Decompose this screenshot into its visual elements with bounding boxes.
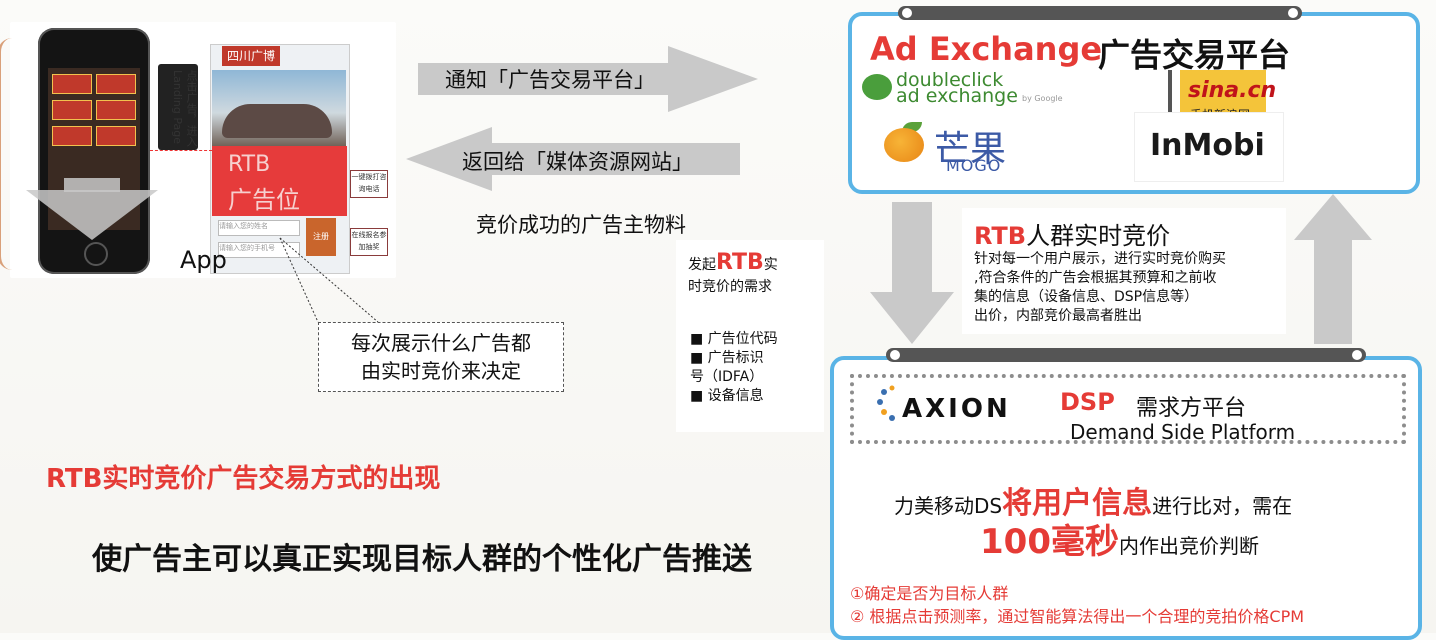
red-dashed-connector — [150, 150, 212, 151]
return-label: 返回给「媒体资源网站」 — [462, 150, 693, 174]
rtb-bidding-title: RTB人群实时竞价 — [974, 216, 1170, 251]
ad-exchange-title: Ad Exchange — [870, 30, 1103, 68]
return-arrow-icon — [406, 127, 740, 191]
call-card: 一键拨打咨询电话 — [350, 170, 388, 198]
dsp-title-cn: 需求方平台 — [1136, 396, 1247, 421]
app-tile — [52, 74, 92, 94]
bolt-icon — [1288, 8, 1298, 18]
app-tile — [96, 126, 136, 146]
home-button — [84, 242, 108, 266]
rtb-desc-line: 针对每一个用户展示，进行实时竞价购买 — [974, 251, 1226, 267]
dsp-bar — [886, 348, 1366, 362]
rtb-bidding-title-rtb: RTB — [974, 222, 1027, 250]
dsp-line1-pre: 力美移动DS — [894, 494, 1003, 518]
app-tile — [96, 100, 136, 120]
dsp-header-frame — [850, 374, 1406, 444]
landing-page-sign-text: 点击广告，进入Landing Page — [171, 70, 198, 147]
dsp-line1-post: 进行比对，需在 — [1152, 494, 1293, 518]
bid-request-card — [676, 240, 824, 432]
bid-prefix: 发起 — [688, 257, 716, 273]
ad-exchange-bar — [898, 6, 1302, 20]
bid-item: ■ 广告标识 — [690, 350, 764, 366]
down-arrow-icon — [26, 190, 158, 240]
bid-rtb: RTB — [716, 250, 764, 275]
dsp-line2-post: 内作出竞价判断 — [1118, 534, 1259, 558]
dsp-note-2: ② 根据点击预测率，通过智能算法得出一个合理的竞拍价格CPM — [850, 607, 1305, 626]
rtb-ad-slot-label: RTB — [228, 152, 271, 177]
rtb-bidding-title-rest: 人群实时竞价 — [1026, 222, 1171, 250]
down-arrow-stem — [64, 178, 120, 192]
dsp-statement-line-2: 100毫秒内作出竞价判断 — [980, 514, 1259, 563]
smartphone-illustration — [38, 28, 150, 274]
bid-item: 号（IDFA） — [690, 369, 764, 385]
register-button: 注册 — [306, 218, 336, 256]
bid-item: ■ 设备信息 — [690, 388, 764, 404]
notify-label: 通知「广告交易平台」 — [445, 68, 655, 92]
bolt-icon — [902, 8, 912, 18]
rtb-ad-slot-sublabel: 广告位 — [228, 186, 300, 214]
bid-request-title: 发起RTB实 时竞价的需求 — [688, 252, 808, 298]
landing-page-sign — [158, 64, 198, 150]
app-tile — [52, 126, 92, 146]
lottery-card: 在线报名参加抽奖 — [350, 228, 388, 256]
rtb-desc-line: ,符合条件的广告会根据其预算和之前收 — [974, 270, 1217, 286]
axion-logo-text: AXION — [902, 394, 1011, 424]
bid-suffix-1: 实 — [763, 257, 778, 273]
dsp-title: DSP — [1060, 388, 1115, 416]
up-flow-arrow-icon — [1294, 194, 1372, 344]
dsp-note-1: ①确定是否为目标人群 — [850, 584, 1009, 603]
ad-exchange-title-cn: 广告交易平台 — [1098, 36, 1291, 74]
doubleclick-logo-text: doubleclick — [896, 69, 1004, 91]
app-tile — [52, 100, 92, 120]
bid-suffix-2: 时竞价的需求 — [688, 279, 772, 295]
mango-logo-icon — [884, 128, 924, 162]
down-flow-arrow-icon — [870, 202, 954, 344]
dsp-title-en: Demand Side Platform — [1070, 420, 1296, 444]
rtb-desc-line: 出价，内部竞价最高者胜出 — [974, 308, 1142, 324]
car-shape — [222, 104, 332, 138]
sina-logo-pole — [1168, 70, 1172, 112]
mango-logo-subtext: MOGO — [946, 156, 1002, 175]
notify-arrow-icon — [418, 46, 758, 112]
rtb-desc-line: 集的信息（设备信息、DSP信息等） — [974, 289, 1199, 305]
mango-logo-text: 芒果 — [934, 129, 1007, 170]
dsp-line1-emphasis: 将用户信息 — [1002, 486, 1153, 521]
doubleclick-logo-subtext: ad exchange — [896, 85, 1018, 107]
phone-field: 请输入您的手机号 — [218, 242, 300, 258]
dsp-statement-line-1: 力美移动DS将用户信息进行比对，需在 — [894, 478, 1292, 522]
doubleclick-by-google: by Google — [1022, 94, 1063, 103]
axion-logo-icon — [877, 385, 895, 421]
rtb-callout: 每次展示什么广告都 由实时竞价来决定 — [318, 322, 564, 392]
winning-material-label: 竞价成功的广告主物料 — [476, 213, 686, 237]
mango-leaf-icon — [902, 122, 922, 132]
rtb-bidding-description: 针对每一个用户展示，进行实时竞价购买 ,符合条件的广告会根据其预算和之前收 集的… — [974, 250, 1278, 326]
headline: RTB实时竞价广告交易方式的出现 — [46, 464, 441, 494]
name-field: 请输入您的姓名 — [218, 220, 300, 236]
inmobi-logo-text: InMobi — [1150, 128, 1265, 163]
inmobi-logo — [1134, 112, 1284, 182]
rtb-ad-slot — [212, 146, 347, 216]
bid-request-items: ■ 广告位代码 ■ 广告标识 号（IDFA） ■ 设备信息 — [690, 330, 802, 406]
ad-brand-title: 四川广博 — [222, 46, 280, 66]
doubleclick-logo-icon — [862, 74, 892, 100]
left-brace — [0, 38, 17, 270]
app-tile — [96, 74, 136, 94]
bolt-icon — [1352, 350, 1362, 360]
callout-pointer — [279, 237, 379, 323]
callout-line-2: 由实时竞价来决定 — [361, 359, 521, 383]
dsp-line2-emphasis: 100毫秒 — [980, 522, 1119, 562]
sina-logo-text: sina.cn — [1188, 78, 1277, 103]
callout-line-1: 每次展示什么广告都 — [351, 331, 531, 355]
rtb-bidding-card — [962, 208, 1286, 334]
ad-exchange-panel — [848, 12, 1420, 194]
bid-item: ■ 广告位代码 — [690, 331, 778, 347]
bolt-icon — [890, 350, 900, 360]
app-label: App — [180, 246, 227, 274]
subheadline: 使广告主可以真正实现目标人群的个性化广告推送 — [92, 542, 752, 577]
